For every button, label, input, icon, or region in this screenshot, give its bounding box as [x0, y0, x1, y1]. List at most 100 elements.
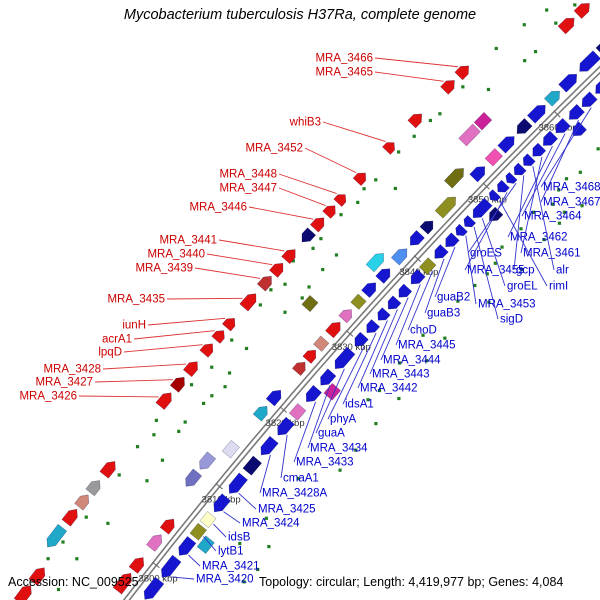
gene-groEL[interactable]	[472, 197, 493, 219]
gene-arrow[interactable]	[573, 3, 590, 19]
gene-alr[interactable]	[522, 153, 536, 166]
gene-arrow[interactable]	[557, 17, 575, 35]
gene-gcp[interactable]	[513, 162, 527, 176]
gene-arrow[interactable]	[365, 253, 384, 273]
gene-MRA_3447[interactable]	[322, 205, 336, 219]
gene-label-sigD[interactable]: sigD	[500, 314, 523, 326]
gene-MRA_3440[interactable]	[269, 262, 284, 278]
gene-label-MRA_3464[interactable]: MRA_3464	[524, 211, 582, 223]
gene-arrow[interactable]	[143, 576, 165, 600]
gene-arrow[interactable]	[407, 113, 422, 129]
gene-label-MRA_3446[interactable]: MRA_3446	[189, 202, 247, 214]
gene-label-MRA_3434[interactable]: MRA_3434	[310, 443, 368, 455]
gene-arrow[interactable]	[579, 50, 600, 72]
gene-arrow[interactable]	[313, 335, 330, 352]
gene-arrow[interactable]	[469, 166, 486, 183]
gene-arrow[interactable]	[595, 38, 600, 56]
gene-arrow[interactable]	[99, 461, 116, 479]
gene-arrow[interactable]	[252, 405, 268, 422]
gene-MRA_3466[interactable]	[454, 65, 469, 81]
gene-label-MRA_3466[interactable]: MRA_3466	[315, 53, 373, 65]
gene-arrow[interactable]	[85, 480, 101, 497]
gene-label-groES[interactable]: groES	[470, 248, 502, 260]
gene-label-MRA_3455[interactable]: MRA_3455	[467, 265, 525, 277]
gene-MRA_3464[interactable]	[555, 117, 571, 134]
gene-groES[interactable]	[505, 171, 518, 184]
gene-lytB1[interactable]	[189, 522, 207, 541]
gene-label-MRA_3444[interactable]: MRA_3444	[383, 355, 441, 367]
gene-sigD[interactable]	[463, 215, 477, 228]
gene-arrow[interactable]	[74, 494, 90, 511]
gene-label-MRA_3425[interactable]: MRA_3425	[258, 504, 316, 516]
gene-arrow[interactable]	[323, 382, 341, 401]
gene-arrow[interactable]	[221, 439, 240, 459]
gene-label-MRA_3428[interactable]: MRA_3428	[43, 364, 101, 376]
gene-label-MRA_3468[interactable]: MRA_3468	[543, 182, 600, 194]
gene-label-MRA_3462[interactable]: MRA_3462	[510, 232, 568, 244]
gene-label-gcp[interactable]: gcp	[516, 265, 535, 277]
gene-MRA_3452[interactable]	[352, 172, 366, 187]
gene-arrow[interactable]	[302, 349, 317, 364]
gene-MRA_3420[interactable]	[161, 554, 182, 578]
gene-label-MRA_3448[interactable]: MRA_3448	[219, 169, 277, 181]
gene-arrow[interactable]	[558, 73, 577, 93]
gene-label-MRA_3467[interactable]: MRA_3467	[543, 197, 600, 209]
gene-arrow[interactable]	[338, 309, 352, 324]
gene-label-MRA_3426[interactable]: MRA_3426	[19, 391, 77, 403]
gene-arrow[interactable]	[458, 123, 481, 147]
gene-lpqD[interactable]	[199, 343, 214, 358]
gene-arrow[interactable]	[419, 220, 434, 235]
gene-MRA_3468[interactable]	[581, 91, 598, 108]
gene-arrow[interactable]	[146, 534, 163, 552]
gene-MRA_3462[interactable]	[543, 130, 559, 146]
gene-arrow[interactable]	[112, 573, 132, 595]
gene-label-MRA_3427[interactable]: MRA_3427	[35, 377, 93, 389]
gene-label-MRA_3420[interactable]: MRA_3420	[196, 574, 254, 586]
gene-MRA_3442[interactable]	[377, 307, 391, 321]
gene-label-MRA_3452[interactable]: MRA_3452	[245, 143, 303, 155]
gene-label-groEL[interactable]: groEL	[507, 281, 538, 293]
gene-arrow[interactable]	[242, 455, 262, 476]
gene-arrow[interactable]	[185, 468, 203, 487]
gene-label-MRA_3424[interactable]: MRA_3424	[242, 518, 300, 530]
gene-arrow[interactable]	[434, 196, 456, 219]
gene-arrow[interactable]	[301, 227, 317, 243]
gene-MRA_3427[interactable]	[169, 376, 185, 393]
gene-label-MRA_3428A[interactable]: MRA_3428A	[262, 488, 328, 500]
gene-label-MRA_3461[interactable]: MRA_3461	[523, 248, 581, 260]
gene-MRA_3428[interactable]	[182, 361, 198, 378]
gene-label-iunH[interactable]: iunH	[122, 320, 146, 332]
gene-MRA_3439[interactable]	[256, 275, 272, 292]
gene-MRA_3428A[interactable]	[260, 435, 279, 456]
gene-label-guaB3[interactable]: guaB3	[427, 308, 460, 320]
gene-arrow[interactable]	[61, 508, 78, 527]
gene-MRA_3445[interactable]	[410, 268, 426, 285]
gene-arrow[interactable]	[28, 567, 46, 586]
gene-arrow[interactable]	[443, 168, 464, 189]
gene-arrow[interactable]	[361, 282, 376, 298]
gene-label-MRA_3433[interactable]: MRA_3433	[296, 457, 354, 469]
gene-arrow[interactable]	[375, 268, 391, 284]
gene-MRA_3425[interactable]	[228, 472, 248, 494]
gene-label-MRA_3465[interactable]: MRA_3465	[315, 67, 373, 79]
gene-arrow[interactable]	[265, 389, 282, 407]
gene-arrow[interactable]	[484, 148, 504, 167]
gene-phyA[interactable]	[354, 331, 369, 347]
gene-label-idsB[interactable]: idsB	[228, 532, 251, 544]
gene-label-rimI[interactable]: rimI	[549, 281, 568, 293]
gene-arrow[interactable]	[516, 118, 533, 134]
gene-arrow[interactable]	[497, 136, 515, 154]
gene-MRA_3461[interactable]	[532, 142, 547, 157]
gene-rimI[interactable]	[488, 189, 501, 201]
gene-arrow[interactable]	[543, 90, 560, 107]
gene-label-choD[interactable]: choD	[410, 325, 437, 337]
gene-label-guaB2[interactable]: guaB2	[437, 292, 470, 304]
gene-guaB3[interactable]	[434, 244, 449, 259]
gene-label-lytB1[interactable]: lytB1	[218, 546, 244, 558]
gene-arrow[interactable]	[301, 295, 319, 313]
gene-label-idsA1[interactable]: idsA1	[345, 399, 374, 411]
gene-MRA_3467[interactable]	[569, 103, 585, 120]
gene-MRA_3453[interactable]	[455, 223, 468, 236]
gene-arrow[interactable]	[526, 104, 546, 124]
gene-arrow[interactable]	[410, 230, 425, 246]
